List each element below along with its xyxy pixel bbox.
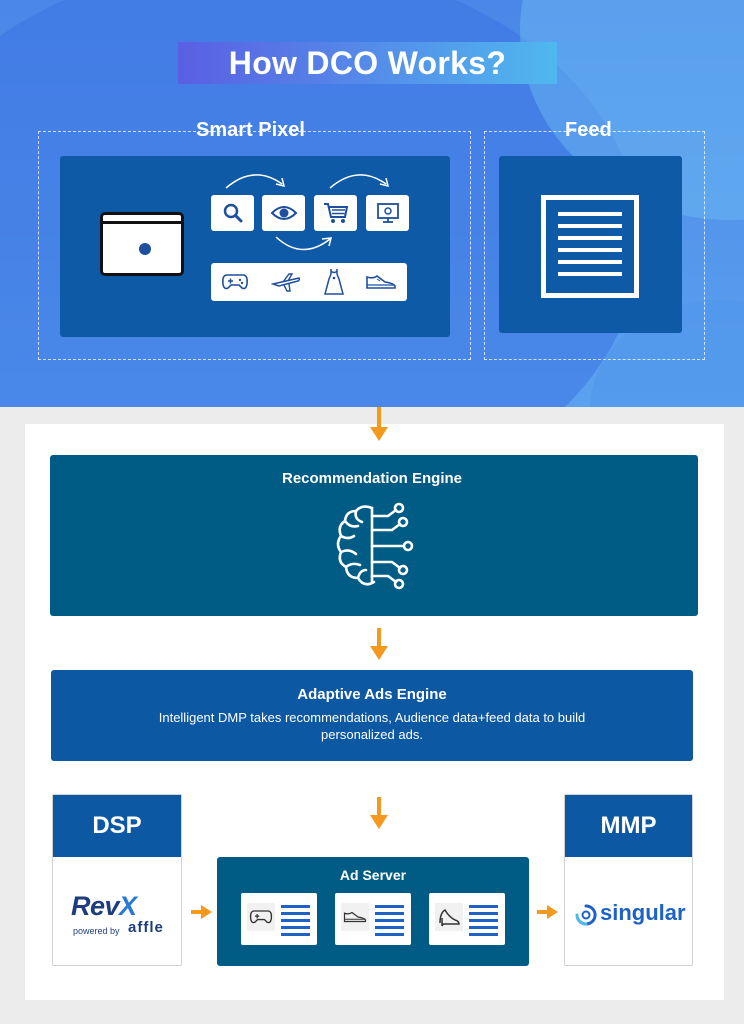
dsp-label: DSP: [53, 795, 181, 857]
smart-pixel-frame: [38, 131, 471, 360]
flow-arrow-icon: [329, 174, 390, 189]
brain-circuit-icon: [336, 502, 414, 590]
ad-creative-card: [335, 893, 411, 945]
airplane-icon: [271, 273, 301, 292]
singular-logo-icon: [575, 904, 597, 926]
eye-icon: [262, 195, 305, 231]
adaptive-ads-engine-title: Adaptive Ads Engine: [297, 686, 447, 703]
feed-label: Feed: [565, 119, 612, 141]
down-arrow-icon: [370, 797, 388, 829]
right-arrow-icon: [191, 905, 212, 919]
revx-logo: RevX: [71, 891, 137, 921]
gamepad-icon: [249, 910, 273, 924]
smart-pixel-label: Smart Pixel: [196, 119, 305, 141]
feed-frame: [484, 131, 705, 360]
singular-logo-text: singular: [600, 900, 686, 925]
document-icon: [541, 195, 639, 298]
sneaker-icon: [366, 275, 396, 289]
checkout-screen-icon: [366, 195, 409, 231]
affle-logo: affle: [128, 919, 164, 936]
dsp-card: DSP RevX powered by affle: [52, 794, 182, 966]
gamepad-icon: [222, 274, 248, 290]
adaptive-ads-engine-description: Intelligent DMP takes recommendations, A…: [158, 710, 586, 742]
mmp-card: MMP singular: [564, 794, 693, 966]
ad-creative-card: [429, 893, 505, 945]
heel-icon: [439, 908, 460, 927]
down-arrow-icon: [370, 407, 388, 441]
powered-by-text: powered by: [73, 926, 120, 936]
sneaker-icon: [343, 911, 367, 923]
adaptive-ads-engine-panel: [51, 670, 693, 761]
recommendation-engine-title: Recommendation Engine: [281, 470, 463, 487]
ad-creative-card: [241, 893, 317, 945]
flow-arrow-icon: [225, 174, 286, 189]
cart-icon: [314, 195, 357, 231]
flow-arrow-icon: [275, 236, 332, 251]
ad-server-title: Ad Server: [339, 867, 407, 883]
feed-panel: [499, 156, 682, 333]
right-arrow-icon: [537, 905, 558, 919]
dress-icon: [324, 269, 344, 295]
down-arrow-icon: [370, 628, 388, 660]
page-title: How DCO Works?: [178, 42, 557, 84]
search-icon: [211, 195, 254, 231]
mmp-label: MMP: [565, 795, 692, 857]
category-icons-row: [211, 263, 407, 301]
ad-server-panel: Ad Server: [217, 857, 529, 966]
browser-window-icon: [100, 212, 184, 276]
recommendation-engine-panel: [50, 455, 698, 616]
